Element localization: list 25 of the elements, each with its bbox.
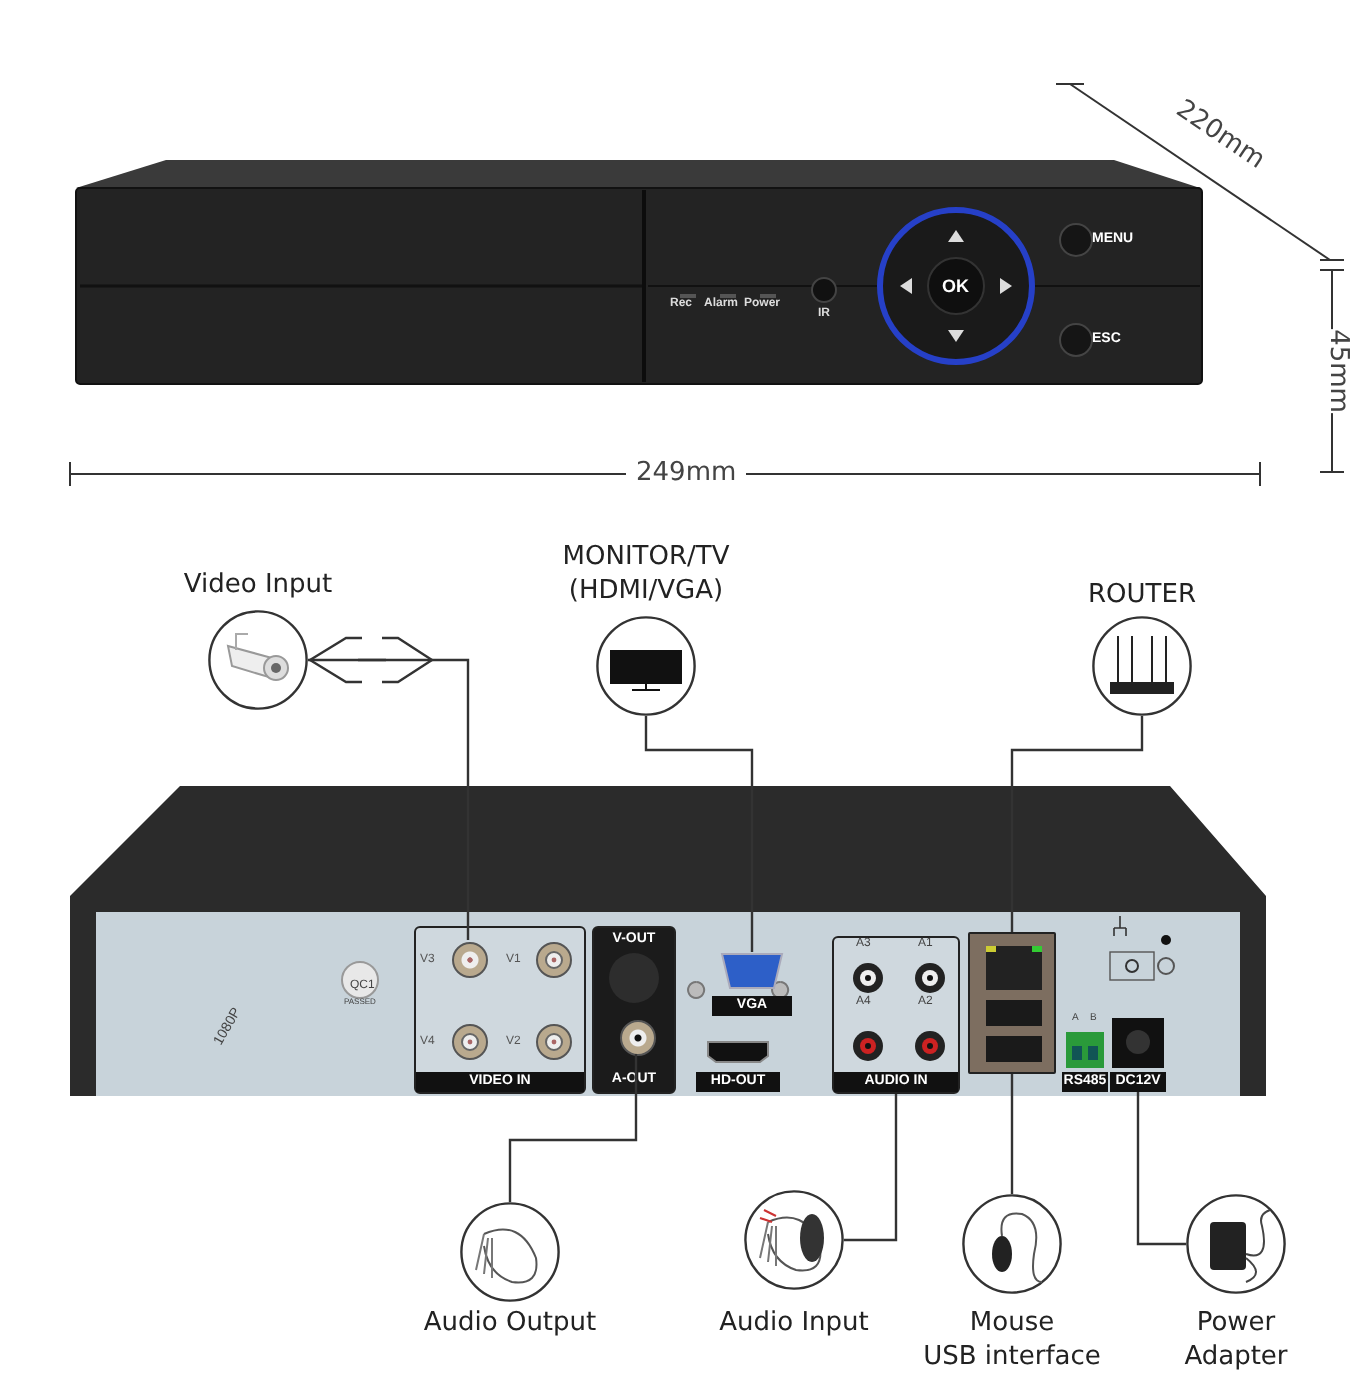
device-label: Audio Output	[421, 1306, 599, 1340]
device-label: Audio Input	[717, 1306, 871, 1340]
connector-line	[1136, 1092, 1186, 1246]
device-label: ROUTER	[1086, 578, 1198, 612]
rca-port	[620, 1020, 656, 1056]
device-label: MONITOR/TV (HDMI/VGA)	[560, 540, 732, 608]
connector-line	[308, 658, 470, 940]
device-label: Video Input	[181, 568, 335, 602]
video-audio-output-panel	[592, 926, 676, 1094]
device-label: USB interface	[921, 1340, 1103, 1374]
video-input-panel	[414, 926, 586, 1094]
bnc-port	[452, 942, 488, 978]
connector-line	[644, 716, 754, 952]
connector-line	[508, 1054, 638, 1202]
connector-line	[1010, 716, 1144, 932]
audio-input-panel	[832, 936, 960, 1094]
vga-port	[712, 952, 792, 1016]
button-label: OK	[942, 276, 969, 296]
hdmi-port	[696, 1038, 780, 1092]
device-label: Power Adapter	[1182, 1306, 1290, 1374]
power-jack	[1110, 1016, 1166, 1092]
device-label: Mouse	[967, 1306, 1057, 1340]
connector-line	[844, 1094, 898, 1242]
network-usb-ports	[968, 932, 1056, 1074]
connector-line	[1010, 1074, 1014, 1194]
